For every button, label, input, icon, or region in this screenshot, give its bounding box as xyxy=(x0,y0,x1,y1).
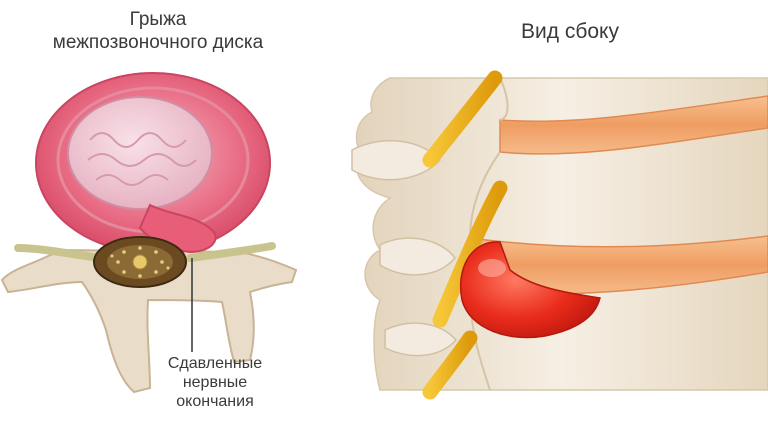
spinal-cord-dots xyxy=(110,246,170,278)
vertebra-top-view xyxy=(0,72,298,394)
facet-upper xyxy=(351,140,442,181)
nerve-side-middle xyxy=(432,180,508,328)
left-title: Грыжа межпозвоночного диска xyxy=(8,8,308,54)
left-title-line-2: межпозвоночного диска xyxy=(52,32,264,53)
nerve-callout-line-2: нервные xyxy=(182,374,248,391)
herniation-highlight xyxy=(478,259,506,277)
nucleus-pulposus xyxy=(67,96,213,210)
facet-lower xyxy=(384,322,458,357)
right-title: Вид сбоку xyxy=(521,20,619,43)
nerve-root-right xyxy=(186,242,276,262)
vertebral-bodies xyxy=(355,77,768,391)
nerve-callout-label: Сдавленные нервные окончания xyxy=(150,354,280,411)
left-title-line-1: Грыжа xyxy=(129,9,187,30)
nucleus-folds xyxy=(87,132,197,186)
facet-middle xyxy=(379,237,456,276)
nerve-callout-line-1: Сдавленные xyxy=(167,355,263,372)
nerve-side-upper xyxy=(422,70,503,168)
vertebra-edge-1 xyxy=(499,77,509,121)
spine-side-view xyxy=(351,70,768,400)
nerve-side-lower xyxy=(422,330,478,400)
nerve-callout-line-3: окончания xyxy=(176,393,254,410)
disc-upper-side xyxy=(499,95,768,155)
vertebra-processes xyxy=(0,248,298,394)
vertebra-edge-2 xyxy=(469,151,501,239)
spinal-cord-center xyxy=(132,254,148,270)
nerve-root-left xyxy=(14,244,104,262)
